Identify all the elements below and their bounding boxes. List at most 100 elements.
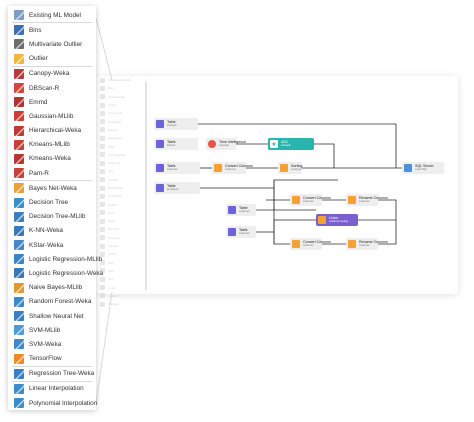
ghost-palette-item[interactable]: Concatenate — [96, 93, 145, 101]
bayes-net-icon — [14, 183, 24, 194]
ghost-node-icon — [100, 177, 105, 183]
ghost-palette-item[interactable]: Rename — [96, 234, 145, 242]
ghost-palette-item[interactable]: Sample — [96, 242, 145, 250]
outlier-icon — [14, 53, 24, 64]
decision-tree-icon — [14, 197, 24, 208]
ghost-node-icon — [100, 85, 105, 91]
ghost-palette-item[interactable]: Find Replace — [96, 151, 145, 159]
wire-abc-right — [314, 143, 335, 168]
menu-item-label: Bins — [29, 26, 42, 34]
ghost-palette-item[interactable]: Count — [96, 101, 145, 109]
ghost-node-icon — [100, 110, 105, 116]
menu-item-kstar[interactable]: KStar-Weka — [8, 238, 96, 252]
kmeans-mllib-icon — [14, 139, 24, 150]
menu-item-label: Decision Tree — [29, 199, 69, 207]
node-title: Convert Columns — [303, 239, 331, 244]
ghost-node-icon — [100, 119, 105, 125]
menu-item-logistic-regression-weka[interactable]: Logistic Regression-Weka — [8, 266, 103, 280]
menu-item-linear-interpolation[interactable]: Linear Interpolation — [8, 382, 96, 396]
ghost-palette-item[interactable]: Normalize — [96, 192, 145, 200]
menu-item-tensorflow[interactable]: TensorFlow — [8, 352, 96, 366]
ghost-palette-item[interactable]: Multivariate — [96, 184, 145, 192]
ghost-palette-item[interactable]: Distinct — [96, 126, 145, 134]
ghost-palette-label: Rename — [108, 235, 120, 240]
ghost-palette-item[interactable]: Remove — [96, 225, 145, 233]
naive-bayes-icon — [14, 282, 24, 293]
menu-item-bins[interactable]: Bins — [8, 23, 96, 37]
menu-item-dbscan[interactable]: DBScan-R — [8, 81, 96, 95]
ghost-node-icon — [100, 94, 105, 100]
ghost-palette-item[interactable]: Text — [96, 275, 145, 283]
wire-split-cc3 — [273, 232, 290, 245]
menu-item-shallow-neural-net[interactable]: Shallow Neural Net — [8, 309, 96, 323]
menu-item-decision-tree[interactable]: Decision Tree — [8, 195, 96, 209]
menu-item-naive-bayes[interactable]: Naive Bayes-MLlib — [8, 281, 96, 295]
ghost-palette-item[interactable]: Rank — [96, 217, 145, 225]
menu-item-bayes-net[interactable]: Bayes Net-Weka — [8, 181, 96, 195]
menu-item-ml-model[interactable]: Existing ML Model — [8, 8, 96, 22]
menu-item-multivariate-outlier[interactable]: Multivariate Outlier — [8, 37, 96, 51]
ghost-palette-item[interactable]: Date Filter — [96, 117, 145, 125]
ghost-palette-item[interactable]: Expression — [96, 134, 145, 142]
menu-item-kmeans-mllib[interactable]: Kmeans-MLlib — [8, 138, 96, 152]
menu-item-label: Kmeans-MLlib — [29, 141, 70, 149]
menu-item-pam[interactable]: Pam-R — [8, 166, 96, 180]
bins-icon — [14, 25, 24, 36]
menu-item-svm-weka[interactable]: SVM-Weka — [8, 337, 96, 351]
ghost-palette-item[interactable]: Select — [96, 250, 145, 258]
ghost-palette-item[interactable]: Group By — [96, 159, 145, 167]
ghost-palette-item[interactable]: Outlier — [96, 200, 145, 208]
ghost-node-icon — [100, 301, 105, 307]
menu-item-emmd[interactable]: Emmd — [8, 95, 96, 109]
menu-item-gaussian[interactable]: Gaussian-MLlib — [8, 109, 96, 123]
ghost-palette-item[interactable]: Split — [96, 267, 145, 275]
sql-server-icon — [404, 164, 412, 172]
ghost-palette-item[interactable]: Window — [96, 300, 145, 308]
menu-item-decision-tree-mllib[interactable]: Decision Tree-MLlib — [8, 210, 96, 224]
ghost-palette-item[interactable]: Sort — [96, 259, 145, 267]
menu-item-regression-tree[interactable]: Regression Tree-Weka — [8, 367, 96, 381]
ghost-node-icon — [100, 77, 105, 83]
ghost-palette-item[interactable]: Pivot — [96, 209, 145, 217]
menu-item-label: TensorFlow — [29, 355, 62, 363]
menu-item-hierarchical[interactable]: Hierarchical-Weka — [8, 124, 96, 138]
ghost-palette-item[interactable]: Categorical Node — [96, 76, 145, 84]
menu-item-label: Outlier — [29, 55, 48, 63]
menu-item-knn[interactable]: K-NN-Weka — [8, 224, 96, 238]
menu-item-outlier[interactable]: Outlier — [8, 52, 96, 66]
ghost-palette-item[interactable]: Cross Join — [96, 109, 145, 117]
menu-item-polynomial-interpolation[interactable]: Polynomial Interpolation — [8, 396, 97, 410]
ghost-palette-item[interactable]: Bins — [96, 84, 145, 92]
ghost-palette-label: Bins — [108, 86, 114, 91]
ghost-palette-item[interactable]: Filter — [96, 142, 145, 150]
menu-item-logistic-regression-mllib[interactable]: Logistic Regression-MLlib — [8, 252, 102, 266]
menu-item-svm-mllib[interactable]: SVM-MLlib — [8, 323, 96, 337]
menu-item-random-forest[interactable]: Random Forest-Weka — [8, 295, 96, 309]
menu-item-label: KStar-Weka — [29, 241, 64, 249]
ghost-palette-item[interactable]: Join — [96, 167, 145, 175]
ghost-palette-item[interactable]: Union — [96, 283, 145, 291]
ghost-palette-label: Split — [108, 268, 114, 273]
ghost-palette-item[interactable]: Lookup — [96, 176, 145, 184]
menu-item-canopy[interactable]: Canopy-Weka — [8, 67, 96, 81]
menu-item-kmeans-weka[interactable]: Kmeans-Weka — [8, 152, 96, 166]
